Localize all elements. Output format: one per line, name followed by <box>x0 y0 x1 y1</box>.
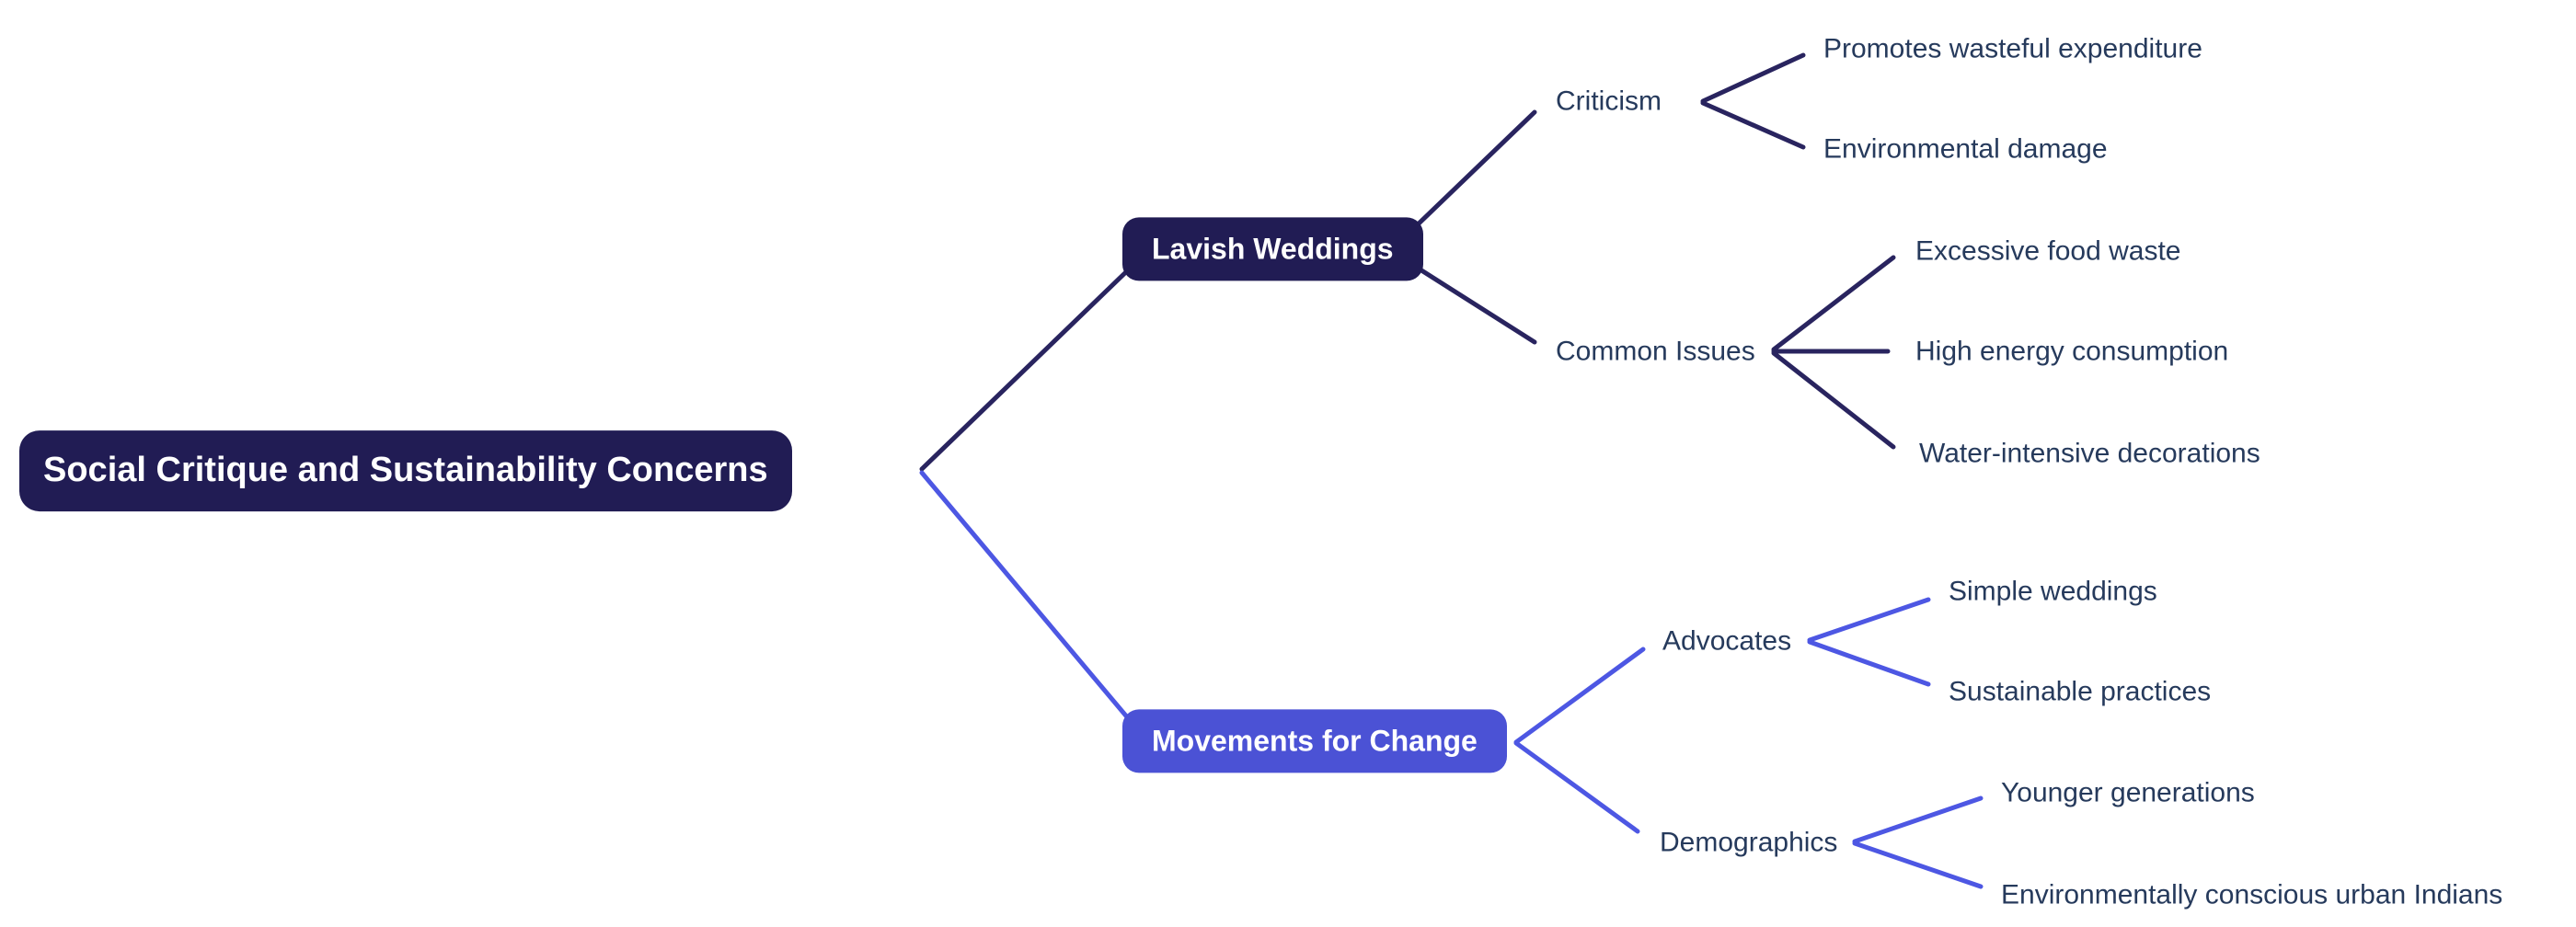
subtopic-label-criticism: Criticism <box>1556 86 1662 117</box>
leaf-label-environmental-damage: Environmental damage <box>1823 133 2108 165</box>
leaf-label-simple-weddings: Simple weddings <box>1949 576 2157 607</box>
connector-movements-demographics <box>1513 740 1640 834</box>
leaf-label-excessive-food-waste: Excessive food waste <box>1915 235 2181 267</box>
connector-common-water <box>1771 350 1896 450</box>
root-node-social-critique: Social Critique and Sustainability Conce… <box>19 430 792 511</box>
leaf-label-high-energy-consumption: High energy consumption <box>1915 336 2229 367</box>
connector-movements-advocates <box>1513 647 1646 745</box>
connector-root-lavish-weddings <box>919 262 1136 472</box>
connector-demographics-younger <box>1852 795 1984 844</box>
connector-advocates-simple <box>1807 597 1931 643</box>
subtopic-label-advocates: Advocates <box>1662 625 1792 657</box>
branch-node-lavish-weddings: Lavish Weddings <box>1122 217 1423 281</box>
connector-criticism-environmental <box>1700 100 1806 150</box>
leaf-label-water-intensive-decorations: Water-intensive decorations <box>1919 438 2260 469</box>
connector-common-excessive <box>1771 255 1896 352</box>
connector-demographics-env-conscious <box>1852 841 1984 889</box>
connector-root-movements <box>919 470 1136 727</box>
leaf-label-environmentally-conscious-urban-indians: Environmentally conscious urban Indians <box>2001 879 2503 910</box>
subtopic-label-demographics: Demographics <box>1660 827 1838 858</box>
branch-node-movements-for-change: Movements for Change <box>1122 709 1507 773</box>
leaf-label-promotes-wasteful-expenditure: Promotes wasteful expenditure <box>1823 33 2202 64</box>
connector-advocates-sustainable <box>1807 639 1931 687</box>
leaf-label-younger-generations: Younger generations <box>2001 777 2255 808</box>
leaf-label-sustainable-practices: Sustainable practices <box>1949 676 2212 707</box>
subtopic-label-common-issues: Common Issues <box>1556 336 1755 367</box>
connector-criticism-promotes <box>1700 52 1806 104</box>
